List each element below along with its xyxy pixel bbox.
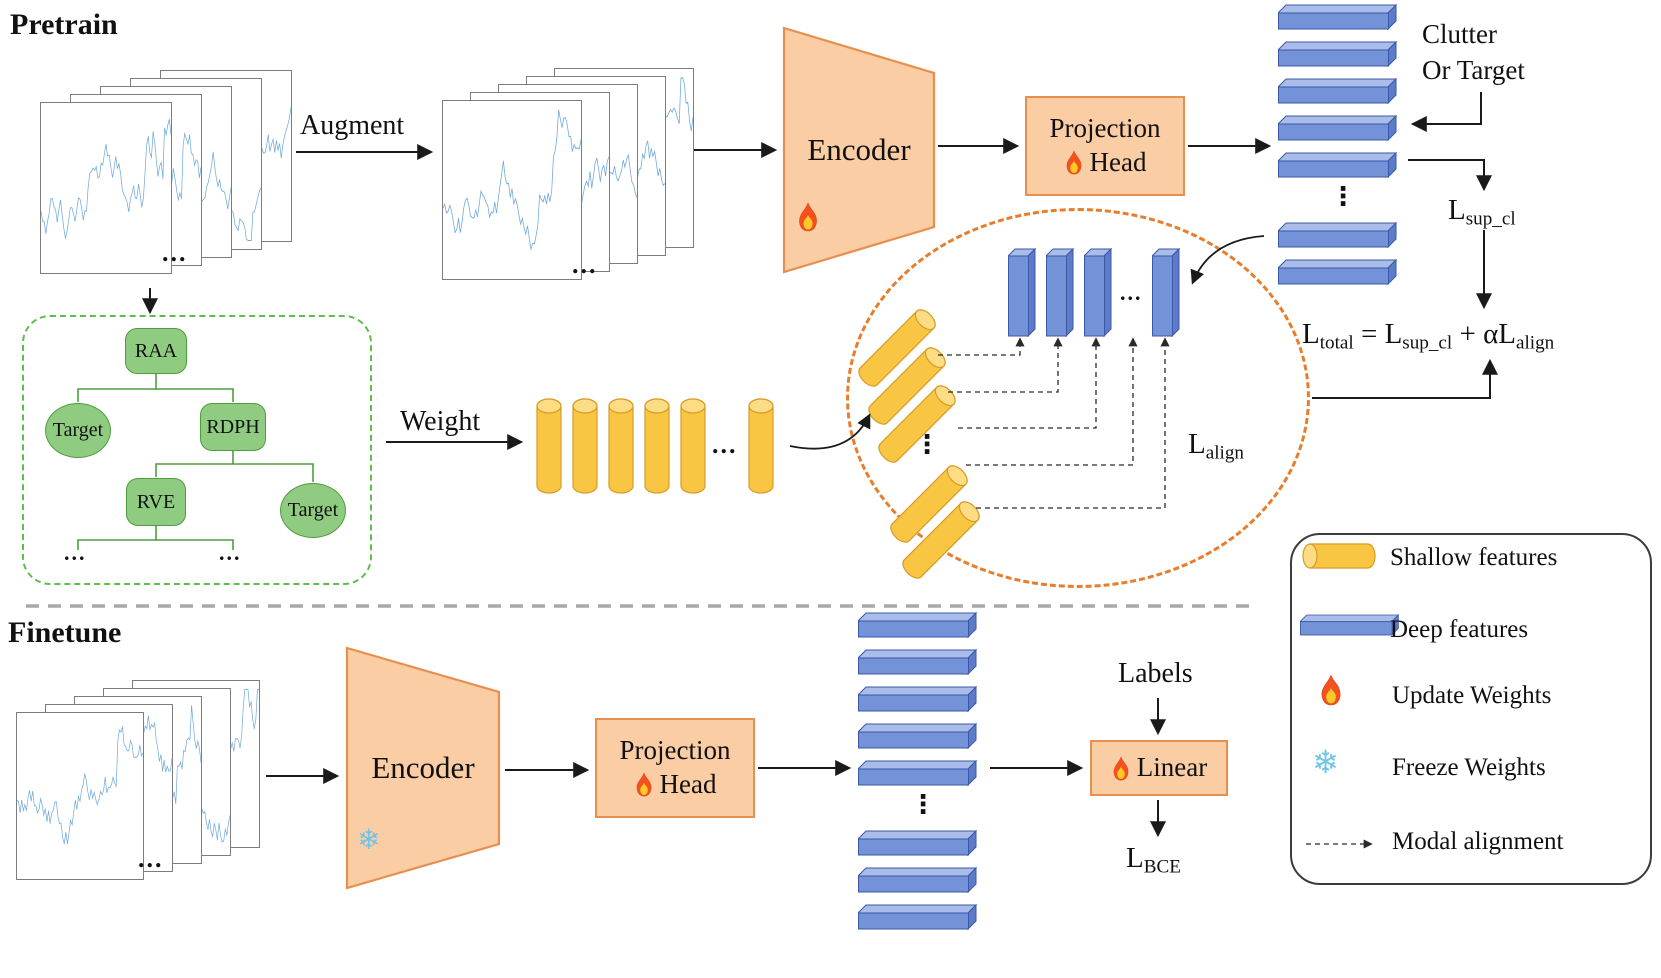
deep-feature-bar <box>1278 222 1398 248</box>
weight-label: Weight <box>400 406 481 437</box>
ellipsis-vertical: ⋮ <box>914 430 940 460</box>
shallow-feature-cylinder <box>680 398 706 494</box>
deep-feature-bar <box>858 686 978 712</box>
legend-shallow-icon <box>1302 542 1382 570</box>
tree-node-raa: RAA <box>125 328 187 374</box>
shallow-feature-cylinder <box>748 398 774 494</box>
projection-head-label-line1: Projection <box>1049 113 1161 144</box>
shallow-feature-cylinder <box>644 398 670 494</box>
deep-feature-bar <box>858 612 978 638</box>
deep-feature-bar <box>1278 4 1398 30</box>
encoder-label: Encoder <box>371 750 475 785</box>
deep-feature-bar <box>858 904 978 930</box>
deep-feature-bar <box>1278 78 1398 104</box>
legend-shallow-label: Shallow features <box>1390 544 1558 571</box>
projection-head-label-line2: Head <box>659 769 717 799</box>
snowflake-icon: ❄ <box>357 823 381 856</box>
fire-icon <box>1064 150 1084 175</box>
legend-fire-icon <box>1318 674 1344 706</box>
finetune-encoder: Encoder ❄ <box>345 646 501 890</box>
ellipsis-vertical: ⋮ <box>910 790 936 820</box>
deep-feature-bar <box>858 760 978 786</box>
shallow-feature-cylinder <box>536 398 562 494</box>
legend-update-label: Update Weights <box>1392 682 1552 709</box>
deep-feature-bar-vertical <box>1084 248 1112 338</box>
legend <box>1290 533 1652 885</box>
deep-feature-bar <box>1278 152 1398 178</box>
pretrain-projection-head: Projection Head <box>1025 96 1185 196</box>
legend-snowflake-icon: ❄ <box>1312 743 1339 781</box>
deep-feature-bar <box>858 830 978 856</box>
arrow-ellipse-to-ltotal <box>1312 358 1498 399</box>
clutter-or-target-label: Clutter Or Target <box>1422 19 1525 86</box>
tree-node-target-right: Target <box>280 483 346 538</box>
fire-icon <box>796 202 820 232</box>
signal-panel <box>442 100 582 280</box>
shallow-feature-cylinder <box>572 398 598 494</box>
l-bce-label: LBCE <box>1126 842 1181 878</box>
ellipsis: ... <box>712 430 738 459</box>
pretrain-title: Pretrain <box>10 8 118 41</box>
ellipsis: ... <box>162 238 188 267</box>
linear-layer: Linear <box>1090 740 1228 796</box>
deep-feature-bar <box>858 867 978 893</box>
augmentation-tree-box <box>22 315 372 585</box>
l-total-formula: Ltotal = Lsup_cl + αLalign <box>1302 318 1555 354</box>
finetune-title: Finetune <box>8 616 122 649</box>
legend-deep-label: Deep features <box>1390 616 1529 643</box>
deep-feature-bar <box>1278 259 1398 285</box>
tree-node-rve: RVE <box>126 478 186 526</box>
legend-freeze-label: Freeze Weights <box>1392 754 1546 781</box>
legend-deep-icon <box>1300 614 1400 636</box>
fire-icon <box>634 772 654 797</box>
projection-head-label-line1: Projection <box>619 735 731 766</box>
fire-icon <box>1111 756 1131 781</box>
alignment-ellipse <box>846 208 1310 588</box>
legend-modal-label: Modal alignment <box>1392 828 1564 855</box>
labels-label: Labels <box>1118 658 1193 689</box>
ellipsis: ... <box>138 844 164 873</box>
finetune-projection-head: Projection Head <box>595 718 755 818</box>
encoder-trapezoid <box>345 646 501 890</box>
signal-panel <box>16 712 144 880</box>
ellipsis: ... <box>64 540 87 565</box>
tree-node-rdph: RDPH <box>200 403 266 451</box>
l-sup-cl-label: Lsup_cl <box>1448 194 1516 230</box>
encoder-label: Encoder <box>807 132 911 167</box>
ellipsis-vertical: ⋮ <box>1330 182 1356 212</box>
deep-feature-bar-vertical <box>1008 248 1036 338</box>
ellipsis: ... <box>572 250 598 279</box>
tree-node-target-left: Target <box>45 403 111 458</box>
deep-feature-bar <box>858 723 978 749</box>
augment-label: Augment <box>300 110 405 141</box>
shallow-feature-cylinder <box>608 398 634 494</box>
pretrain-encoder: Encoder <box>782 26 936 274</box>
deep-feature-bar-vertical <box>1046 248 1074 338</box>
projection-head-label-line2: Head <box>1089 147 1147 177</box>
deep-feature-bar <box>858 649 978 675</box>
encoder-trapezoid <box>782 26 936 274</box>
ellipsis: ... <box>1120 280 1143 305</box>
arrow-features-to-lsupcl <box>1408 159 1492 192</box>
ellipsis: ... <box>219 540 242 565</box>
deep-feature-bar-vertical <box>1152 248 1180 338</box>
deep-feature-bar <box>1278 41 1398 67</box>
signal-panel <box>40 102 172 274</box>
arrow-clutter-to-features <box>1410 92 1482 132</box>
l-align-label: Lalign <box>1188 428 1244 464</box>
linear-label: Linear <box>1136 752 1208 783</box>
deep-feature-bar <box>1278 115 1398 141</box>
